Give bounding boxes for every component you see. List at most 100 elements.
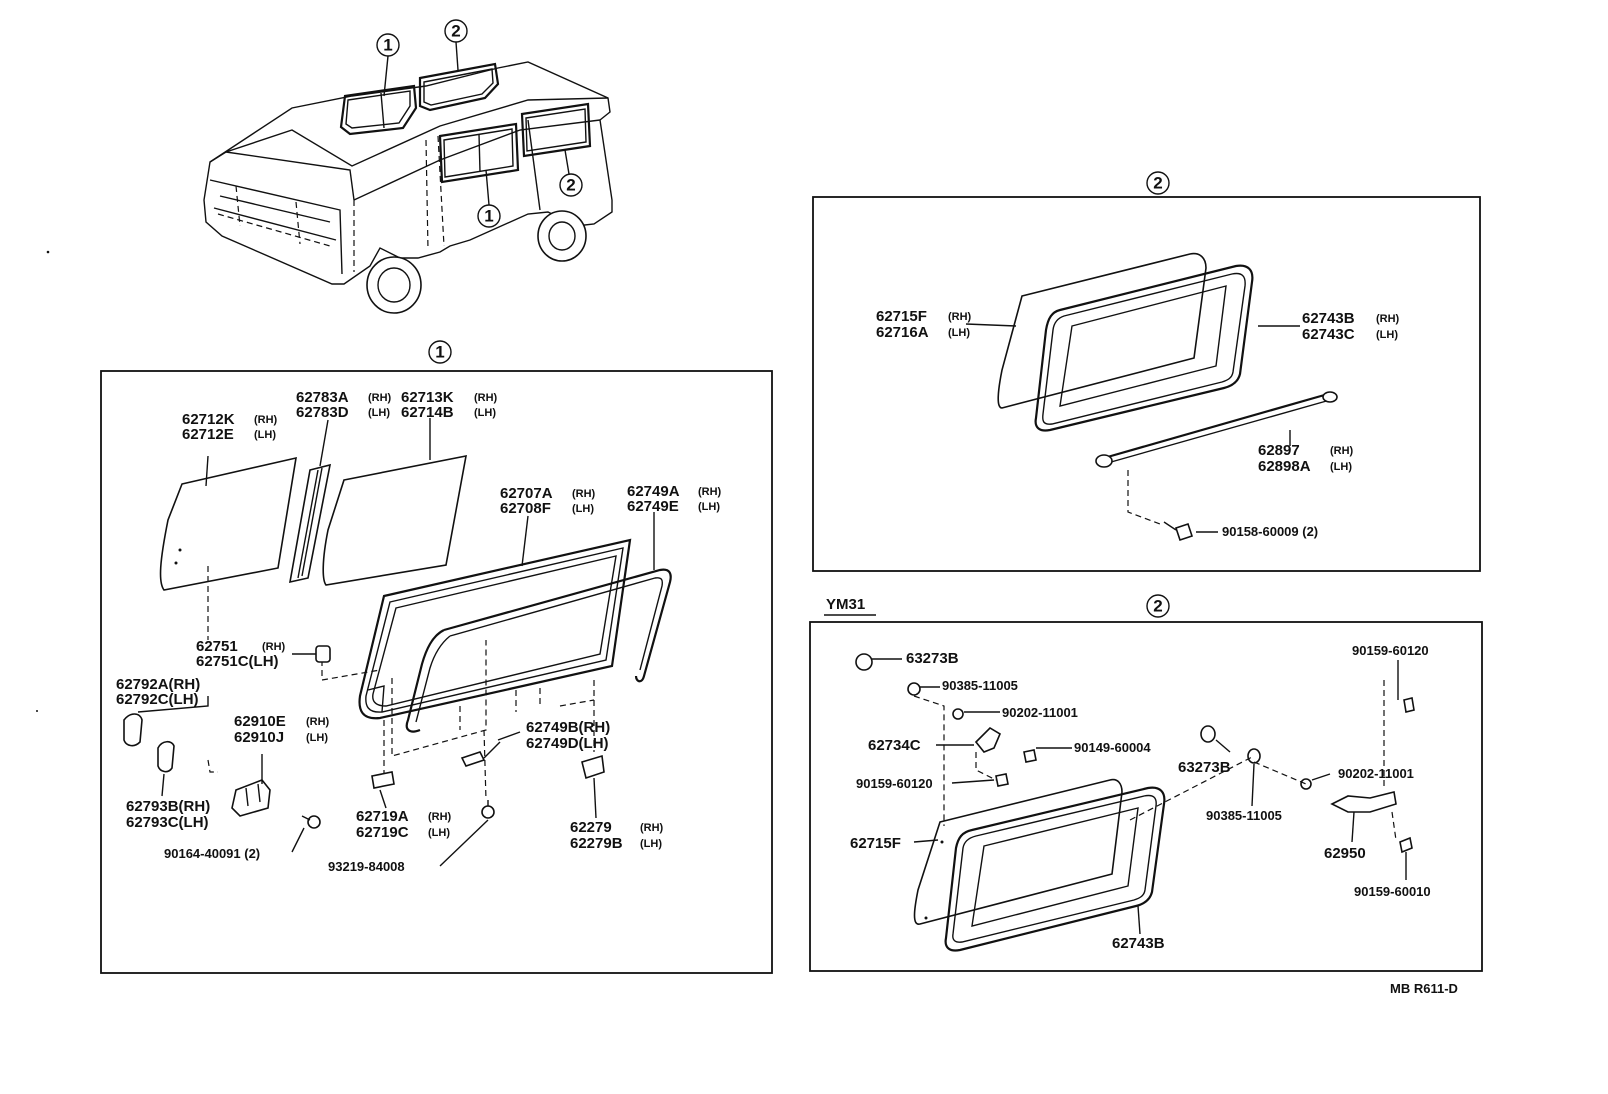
nut-90385-b: [1247, 748, 1261, 764]
side-62716A: (LH): [948, 327, 970, 339]
side-62897: (RH): [1330, 445, 1354, 457]
label-62708F: 62708F: [500, 500, 551, 517]
side-62743B-top: (RH): [1376, 313, 1400, 325]
label-62715F-ym31: 62715F: [850, 835, 901, 852]
drawing-reference: MB R611-D: [1390, 981, 1458, 996]
group2-top-marker: 2: [1153, 174, 1162, 193]
group1-panel: 1: [100, 340, 773, 974]
group1-marker: 1: [435, 343, 444, 362]
label-62897: 62897: [1258, 442, 1300, 459]
stop-62719: [371, 771, 395, 789]
side-62783D: (LH): [368, 407, 390, 419]
label-62792C: 62792C(LH): [116, 691, 199, 708]
label-62898A: 62898A: [1258, 458, 1311, 475]
van-overview: 1 2 1 2: [203, 19, 613, 314]
side-62279: (RH): [640, 822, 664, 834]
screw-90158: [1174, 522, 1194, 542]
overview-callout-1: 1: [383, 36, 392, 55]
label-90159-c: 90159-60010: [1354, 884, 1431, 899]
label-90158: 90158-60009 (2): [1222, 524, 1318, 539]
clip-62751: [315, 645, 331, 663]
label-62713K: 62713K: [401, 389, 454, 406]
label-62712E: 62712E: [182, 426, 234, 443]
handle-62792: [123, 713, 143, 747]
label-90159-a: 90159-60120: [856, 776, 933, 791]
label-62714B: 62714B: [401, 404, 454, 421]
label-62707A: 62707A: [500, 485, 553, 502]
overview-callout-1b: 1: [484, 207, 493, 226]
side-62708F: (LH): [572, 503, 594, 515]
top-glass: [997, 252, 1207, 409]
rod-end-b: [1322, 391, 1338, 403]
label-62950: 62950: [1324, 845, 1366, 862]
side-62715F-top: (RH): [948, 311, 972, 323]
label-62793B: 62793B(RH): [126, 798, 210, 815]
label-62743B-ym31: 62743B: [1112, 935, 1165, 952]
side-62714B: (LH): [474, 407, 496, 419]
label-62783D: 62783D: [296, 404, 349, 421]
pad-62793: [157, 740, 175, 773]
label-62749B: 62749B(RH): [526, 719, 610, 736]
screw-93219: [481, 805, 495, 819]
label-63273B-b: 63273B: [1178, 759, 1231, 776]
screw-90164: [307, 815, 321, 829]
label-90385-b: 90385-11005: [1206, 808, 1282, 823]
label-62749E: 62749E: [627, 498, 679, 515]
screw-90159-a: [995, 773, 1009, 787]
quarter-glass: [159, 456, 297, 591]
label-62719A: 62719A: [356, 808, 409, 825]
label-62716A: 62716A: [876, 324, 929, 341]
screw-90149: [1023, 749, 1037, 763]
screw-90159-c: [1399, 836, 1413, 854]
side-62743C: (LH): [1376, 329, 1398, 341]
label-62719C: 62719C: [356, 824, 409, 841]
label-63273B-a: 63273B: [906, 650, 959, 667]
label-62751C: 62751C(LH): [196, 653, 279, 670]
label-62910E: 62910E: [234, 713, 286, 730]
side-62749E: (LH): [698, 501, 720, 513]
side-62719A: (RH): [428, 811, 452, 823]
label-90159-b: 90159-60120: [1352, 643, 1429, 658]
group2-top-panel: 2 62715F (RH) 62716A (LH) 62743B (RH) 62…: [812, 171, 1481, 572]
cap-63273B-a: [855, 653, 873, 671]
label-90202-a: 90202-11001: [1002, 705, 1078, 720]
label-62751: 62751: [196, 638, 238, 655]
label-62783A: 62783A: [296, 389, 349, 406]
side-62713K: (RH): [474, 392, 498, 404]
side-62751: (RH): [262, 641, 286, 653]
side-62898A: (LH): [1330, 461, 1352, 473]
label-62712K: 62712K: [182, 411, 235, 428]
label-62279: 62279: [570, 819, 612, 836]
side-62719C: (LH): [428, 827, 450, 839]
label-62743B-top: 62743B: [1302, 310, 1355, 327]
label-90202-b: 90202-11001: [1338, 766, 1414, 781]
label-62749D: 62749D(LH): [526, 735, 609, 752]
divider-channel: [289, 463, 332, 584]
washer-90202-a: [952, 708, 964, 720]
pad-62279: [581, 754, 605, 780]
label-62279B: 62279B: [570, 835, 623, 852]
overview-callout-2: 2: [451, 22, 460, 41]
label-62743C: 62743C: [1302, 326, 1355, 343]
sliding-glass: [322, 454, 467, 586]
nut-90385-a: [907, 682, 921, 696]
group2-ym31-marker: 2: [1153, 597, 1162, 616]
group2-ym31-panel: YM31 2: [809, 594, 1483, 972]
side-62749A: (RH): [698, 486, 722, 498]
side-62712E: (LH): [254, 429, 276, 441]
label-62715F-top: 62715F: [876, 308, 927, 325]
cap-63273B-b: [1200, 725, 1216, 743]
lock-62910: [231, 779, 271, 817]
overview-callout-2b: 2: [566, 176, 575, 195]
washer-90202-b: [1300, 778, 1312, 790]
label-90385-a: 90385-11005: [942, 678, 1018, 693]
label-62734C: 62734C: [868, 737, 921, 754]
label-62749A: 62749A: [627, 483, 680, 500]
bracket-62734C: [974, 726, 1002, 753]
label-93219: 93219-84008: [328, 859, 405, 874]
model-label-ym31: YM31: [826, 596, 865, 613]
label-62793C: 62793C(LH): [126, 814, 209, 831]
side-62712K: (RH): [254, 414, 278, 426]
screw-90159-b: [1403, 697, 1415, 713]
